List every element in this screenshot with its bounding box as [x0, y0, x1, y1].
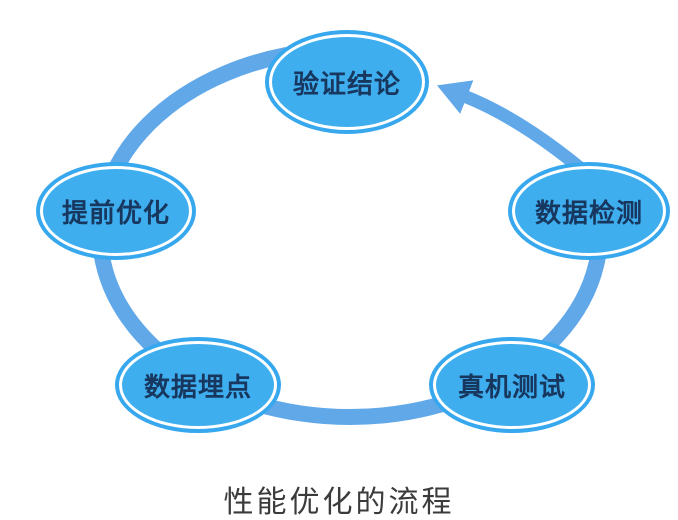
node-data-detection-fill: [515, 169, 663, 253]
node-real-device-testing-fill: [436, 344, 588, 426]
diagram-title: 性能优化的流程: [223, 485, 455, 520]
node-pre-optimization-fill: [43, 169, 189, 253]
node-pre-optimization: 提前优化: [36, 162, 196, 260]
node-data-detection: 数据检测: [508, 162, 670, 260]
node-real-device-testing-label: 真机测试: [457, 372, 566, 403]
node-data-tracking: 数据埋点: [115, 337, 281, 433]
flow-arrow: [437, 80, 590, 178]
node-real-device-testing: 真机测试: [429, 337, 595, 433]
node-data-tracking-fill: [122, 344, 274, 426]
node-pre-optimization-label: 提前优化: [61, 198, 170, 229]
node-data-detection-label: 数据检测: [534, 198, 643, 229]
node-data-tracking-label: 数据埋点: [143, 372, 252, 403]
node-verify-conclusion-fill: [272, 37, 422, 127]
node-verify-conclusion-label: 验证结论: [292, 69, 401, 100]
node-verify-conclusion: 验证结论: [265, 30, 429, 134]
